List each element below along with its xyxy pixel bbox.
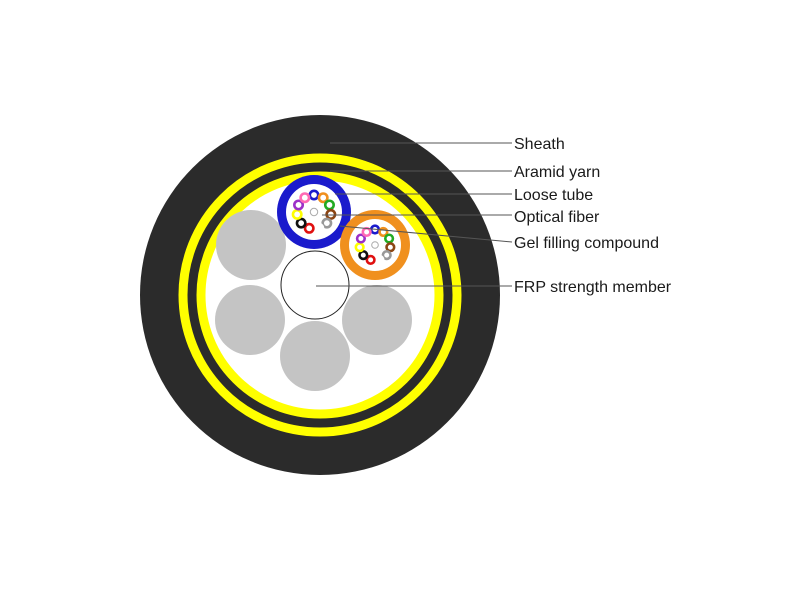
optical-fiber — [309, 207, 319, 217]
label-aramid-yarn: Aramid yarn — [514, 164, 600, 181]
optical-fiber — [358, 250, 369, 261]
label-gel-filling-compound: Gel filling compound — [514, 235, 659, 252]
filler-rod — [215, 285, 285, 355]
optical-fiber — [321, 217, 333, 229]
optical-fiber-group — [354, 224, 396, 265]
optical-fiber — [323, 199, 335, 211]
optical-fiber — [291, 208, 303, 220]
optical-fiber — [385, 242, 396, 253]
optical-fiber — [308, 189, 320, 201]
filler-rod — [280, 321, 350, 391]
optical-fiber — [381, 250, 392, 261]
label-optical-fiber: Optical fiber — [514, 209, 600, 226]
label-loose-tube: Loose tube — [514, 187, 593, 204]
optical-fiber — [384, 233, 395, 244]
optical-fiber — [317, 192, 329, 204]
label-frp-strength-member: FRP strength member — [514, 279, 672, 296]
optical-fiber — [355, 233, 367, 244]
optical-fiber — [303, 222, 315, 234]
aramid-yarn-outer-ring — [178, 153, 462, 437]
optical-fiber — [299, 192, 311, 204]
filler-rod — [342, 285, 412, 355]
optical-fiber — [295, 217, 307, 229]
optical-fiber — [361, 226, 372, 238]
optical-fiber — [325, 208, 337, 220]
optical-fiber-group — [291, 189, 337, 234]
frp-strength-member — [280, 250, 350, 320]
optical-fiber — [354, 242, 365, 253]
optical-fiber — [293, 199, 305, 211]
loose-tube-blue — [277, 175, 351, 249]
optical-fiber — [313, 222, 325, 234]
leader-line-gel-filling-compound — [339, 225, 513, 243]
filler-rod — [216, 210, 286, 280]
optical-fiber — [365, 254, 376, 265]
optical-fiber — [374, 254, 385, 265]
optical-fiber — [371, 241, 379, 249]
label-sheath: Sheath — [514, 136, 565, 153]
loose-tube-orange — [340, 210, 410, 280]
